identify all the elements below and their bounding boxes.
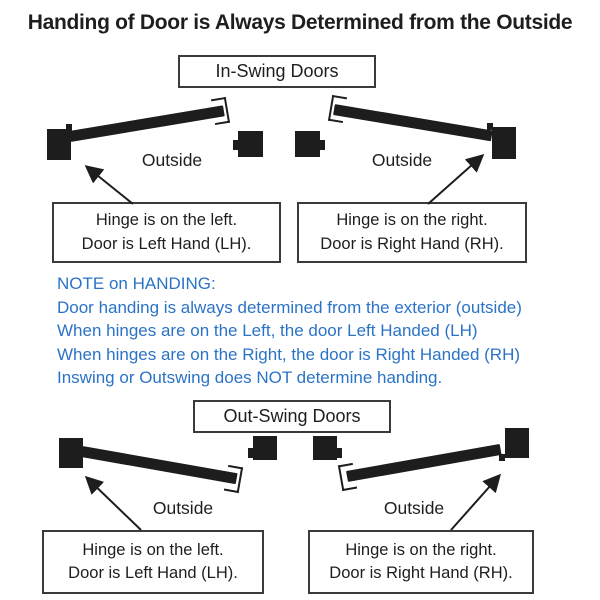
outswing-left-hinge-pin-icon xyxy=(77,461,83,468)
outswing-right-hinge-pin-icon xyxy=(499,454,505,461)
caption-line: Door is Right Hand (RH). xyxy=(329,564,513,582)
inswing-right-door xyxy=(333,104,493,142)
caption-line: Hinge is on the right. xyxy=(345,540,497,559)
outswing-left-door xyxy=(81,446,238,485)
outswing-left-strike-tab xyxy=(248,448,254,458)
note-line: When hinges are on the Left, the door Le… xyxy=(57,321,478,340)
outswing-right-strike-tab xyxy=(336,448,342,458)
caption-line: Hinge is on the left. xyxy=(95,211,238,230)
inswing-right-handle-icon xyxy=(327,94,348,124)
inswing-left-hinge-arrow xyxy=(84,165,134,205)
inswing-left-strike-jamb xyxy=(238,131,263,157)
inswing-left-strike-tab xyxy=(233,140,239,150)
outswing-section-label-box: Out-Swing Doors xyxy=(193,400,391,433)
caption-line: Hinge is on the right. xyxy=(336,211,488,230)
inswing-right-strike-jamb xyxy=(295,131,320,157)
outswing-left-handle-icon xyxy=(223,464,244,494)
note-line: When hinges are on the Right, the door i… xyxy=(57,344,521,364)
note-line: Inswing or Outswing does NOT determine h… xyxy=(57,368,443,387)
outswing-right-strike-jamb xyxy=(313,436,337,460)
inswing-right-caption-box: Hinge is on the right. Door is Right Han… xyxy=(297,202,527,263)
caption-line: Hinge is on the left. xyxy=(82,540,224,559)
outswing-right-door xyxy=(346,443,502,482)
inswing-right-outside-label: Outside xyxy=(371,150,433,170)
outswing-right-handle-icon xyxy=(337,462,358,492)
page-title: Handing of Door is Always Determined fro… xyxy=(27,11,573,34)
inswing-right-strike-tab xyxy=(319,140,325,150)
inswing-right-hinge-jamb xyxy=(492,127,516,159)
outswing-left-caption-box: Hinge is on the left. Door is Left Hand … xyxy=(42,530,264,594)
note-line: Door handing is always determined from t… xyxy=(57,297,522,317)
caption-line: Door is Left Hand (LH). xyxy=(68,564,238,582)
outswing-section-label: Out-Swing Doors xyxy=(223,406,361,426)
inswing-left-caption-box: Hinge is on the left. Door is Left Hand … xyxy=(52,202,281,263)
handing-note: NOTE on HANDING: Door handing is always … xyxy=(57,272,522,390)
caption-line: Door is Right Hand (RH). xyxy=(320,234,504,253)
note-heading: NOTE on HANDING: xyxy=(57,274,216,293)
inswing-section-label: In-Swing Doors xyxy=(215,61,339,81)
outswing-right-hinge-jamb xyxy=(505,428,529,458)
inswing-left-door xyxy=(69,105,225,142)
inswing-section-label-box: In-Swing Doors xyxy=(178,55,376,88)
inswing-left-handle-icon xyxy=(210,96,231,126)
inswing-left-hinge-jamb xyxy=(47,129,71,160)
inswing-left-hinge-pin-icon xyxy=(66,124,72,131)
outswing-right-outside-label: Outside xyxy=(383,498,445,518)
inswing-left-outside-label: Outside xyxy=(141,150,203,170)
outswing-right-caption-box: Hinge is on the right. Door is Right Han… xyxy=(308,530,534,594)
outswing-left-outside-label: Outside xyxy=(152,498,214,518)
inswing-right-hinge-pin-icon xyxy=(487,123,493,130)
caption-line: Door is Left Hand (LH). xyxy=(81,234,252,253)
outswing-left-strike-jamb xyxy=(253,436,277,460)
